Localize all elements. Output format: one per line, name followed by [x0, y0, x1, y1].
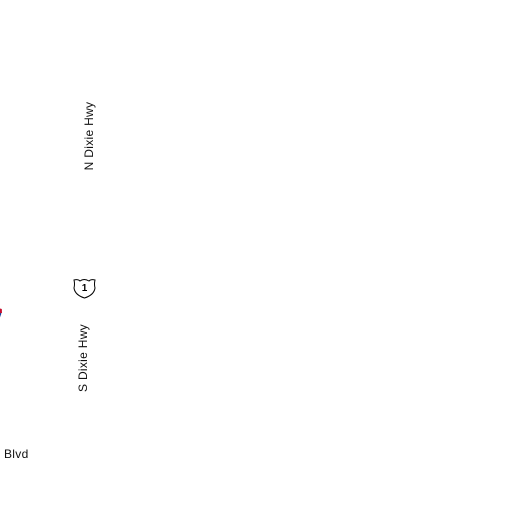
interstate-shield-icon — [0, 307, 3, 320]
road-label-n-dixie-hwy: N Dixie Hwy — [82, 101, 96, 171]
us-route-shield-icon — [73, 279, 96, 299]
us-route-number: 1 — [81, 283, 88, 294]
road-label-s-dixie-hwy: S Dixie Hwy — [76, 324, 90, 392]
road-label-blvd: Blvd — [4, 447, 29, 461]
